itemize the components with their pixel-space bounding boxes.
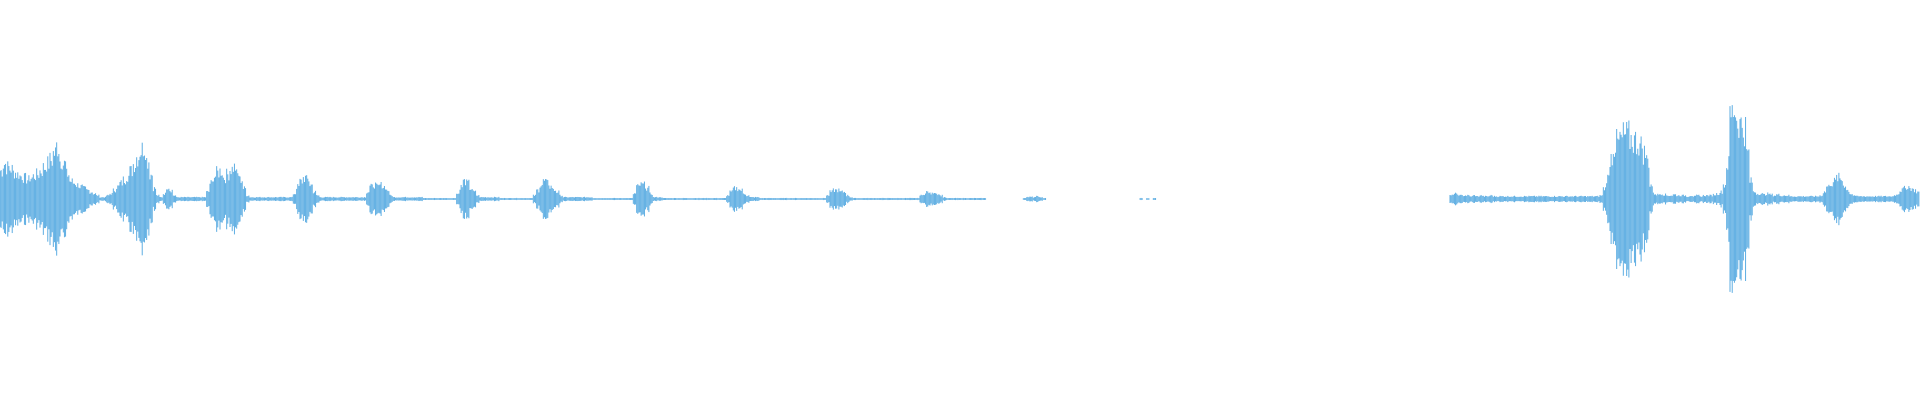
waveform-bars — [0, 105, 1920, 293]
